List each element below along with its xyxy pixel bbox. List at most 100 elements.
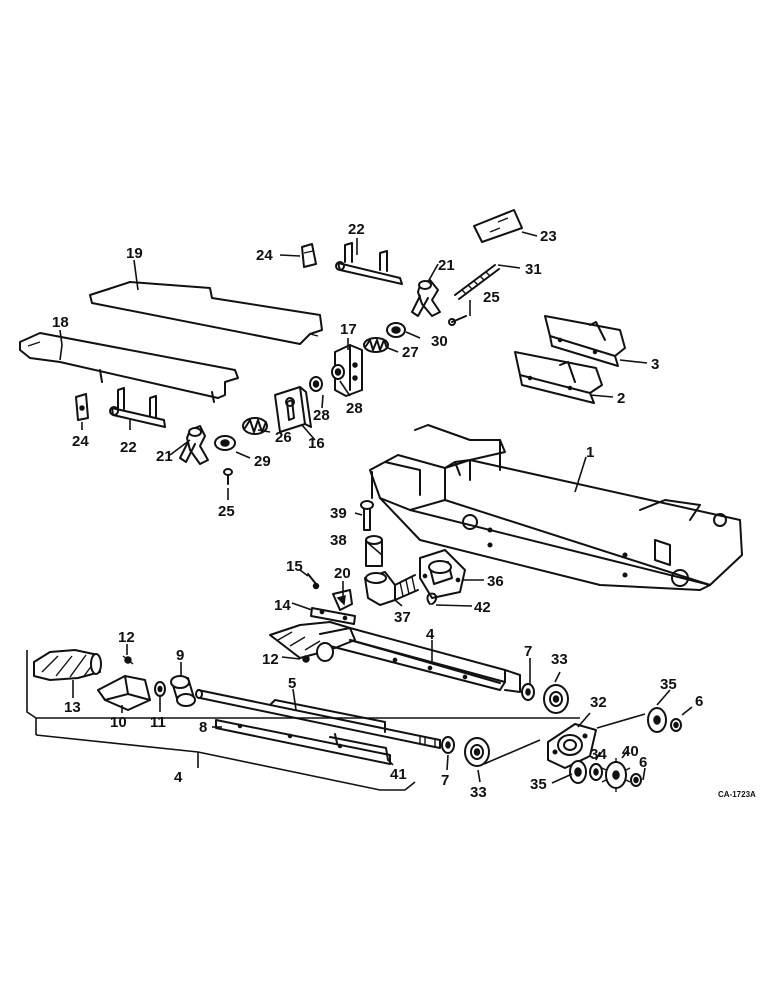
part-25-pin-top <box>448 315 467 326</box>
part-12-bolt-left <box>122 655 134 665</box>
callout-32: 32 <box>590 694 607 711</box>
callout-7-lower: 7 <box>441 772 449 789</box>
callout-5: 5 <box>288 675 296 692</box>
callout-31: 31 <box>525 261 542 278</box>
part-21-lever-top <box>411 279 441 317</box>
part-39-bolt <box>360 500 374 531</box>
callout-35-lower: 35 <box>530 776 547 793</box>
part-20-bracket <box>332 589 353 611</box>
callout-24-lower: 24 <box>72 433 89 450</box>
part-10-bracket <box>97 675 151 711</box>
part-40-gear <box>601 758 631 792</box>
part-27-spring <box>363 337 389 353</box>
callout-17: 17 <box>340 321 357 338</box>
part-35-sprocket-upper <box>647 707 667 733</box>
callout-3: 3 <box>651 356 659 373</box>
callout-41: 41 <box>390 766 407 783</box>
part-31-rod <box>454 264 500 300</box>
callout-24: 24 <box>256 247 273 264</box>
callout-18: 18 <box>52 314 69 331</box>
part-13-auger-flight <box>33 649 102 681</box>
callout-25-lower: 25 <box>218 503 235 520</box>
part-11-washer <box>154 681 166 697</box>
part-28-nut-right <box>331 364 345 380</box>
part-38-bushing <box>365 535 383 567</box>
callout-labels: 1 2 3 4 4 5 6 6 7 7 8 9 10 11 12 12 13 1… <box>52 221 756 801</box>
part-7-washer-upper <box>521 683 535 701</box>
part-2-bracket <box>514 351 603 404</box>
callout-16: 16 <box>308 435 325 452</box>
part-24-clip-left <box>75 393 89 421</box>
part-15-screw <box>307 573 320 590</box>
callout-12: 12 <box>118 629 135 646</box>
callout-38: 38 <box>330 532 347 549</box>
callout-6-lower: 6 <box>639 754 647 771</box>
part-32-housing <box>547 723 597 769</box>
callout-25: 25 <box>483 289 500 306</box>
callout-33-lower: 33 <box>470 784 487 801</box>
callout-30: 30 <box>431 333 448 350</box>
callout-37: 37 <box>394 609 411 626</box>
callout-34: 34 <box>590 746 607 763</box>
part-1-main-frame <box>369 424 743 591</box>
callout-28: 28 <box>313 407 330 424</box>
part-22-shaft-left <box>109 387 166 428</box>
part-41-strip <box>329 733 389 761</box>
callout-20: 20 <box>334 565 351 582</box>
part-14-strip <box>310 607 356 625</box>
callout-13: 13 <box>64 699 81 716</box>
part-21-lever-left <box>179 425 209 465</box>
part-29-cap <box>214 435 236 451</box>
drawing-code: CA-1723A <box>718 790 756 799</box>
part-19-cover <box>89 281 323 345</box>
callout-15: 15 <box>286 558 303 575</box>
part-35-sprocket-lower <box>569 760 587 784</box>
callout-42: 42 <box>474 599 491 616</box>
part-5-shaft <box>195 689 441 749</box>
callout-36: 36 <box>487 573 504 590</box>
part-8-strip <box>215 719 391 765</box>
part-9-bushing <box>170 675 196 707</box>
callout-12-lower: 12 <box>262 651 279 668</box>
callout-7: 7 <box>524 643 532 660</box>
callout-9: 9 <box>176 647 184 664</box>
leader-lines <box>26 231 693 791</box>
callout-22: 22 <box>348 221 365 238</box>
part-6-nut-lower <box>630 773 642 787</box>
callout-4-lower: 4 <box>174 769 183 786</box>
part-7-washer-lower <box>441 736 455 754</box>
part-33-bearing-upper <box>543 684 569 714</box>
callout-11: 11 <box>150 714 166 731</box>
part-6-nut-upper <box>670 718 682 732</box>
callout-28-right: 28 <box>346 400 363 417</box>
callout-19: 19 <box>126 245 143 262</box>
part-24-clip-top <box>301 243 317 268</box>
callout-22-lower: 22 <box>120 439 137 456</box>
callout-2: 2 <box>617 390 625 407</box>
part-22-shaft-top <box>335 242 403 285</box>
part-33-bearing-lower <box>464 737 490 767</box>
callout-4: 4 <box>426 626 435 643</box>
part-34-spacer <box>589 763 603 781</box>
callout-33: 33 <box>551 651 568 668</box>
callout-8: 8 <box>199 719 207 736</box>
callout-21-lower: 21 <box>156 448 173 465</box>
callout-26: 26 <box>275 429 292 446</box>
part-30-cap <box>386 322 406 338</box>
part-42-clip <box>426 592 438 605</box>
callout-21: 21 <box>438 257 455 274</box>
callout-29: 29 <box>254 453 271 470</box>
callout-27: 27 <box>402 344 419 361</box>
callout-10: 10 <box>110 714 127 731</box>
callout-40: 40 <box>622 743 639 760</box>
part-28-nut-left <box>309 376 323 392</box>
part-37-elbow <box>364 571 419 606</box>
part-16-plate <box>274 386 312 433</box>
callout-6: 6 <box>695 693 703 710</box>
part-17-bracket <box>334 344 363 397</box>
part-18-cover <box>19 332 239 403</box>
callout-23: 23 <box>540 228 557 245</box>
part-3-bracket <box>544 315 626 367</box>
callout-35: 35 <box>660 676 677 693</box>
